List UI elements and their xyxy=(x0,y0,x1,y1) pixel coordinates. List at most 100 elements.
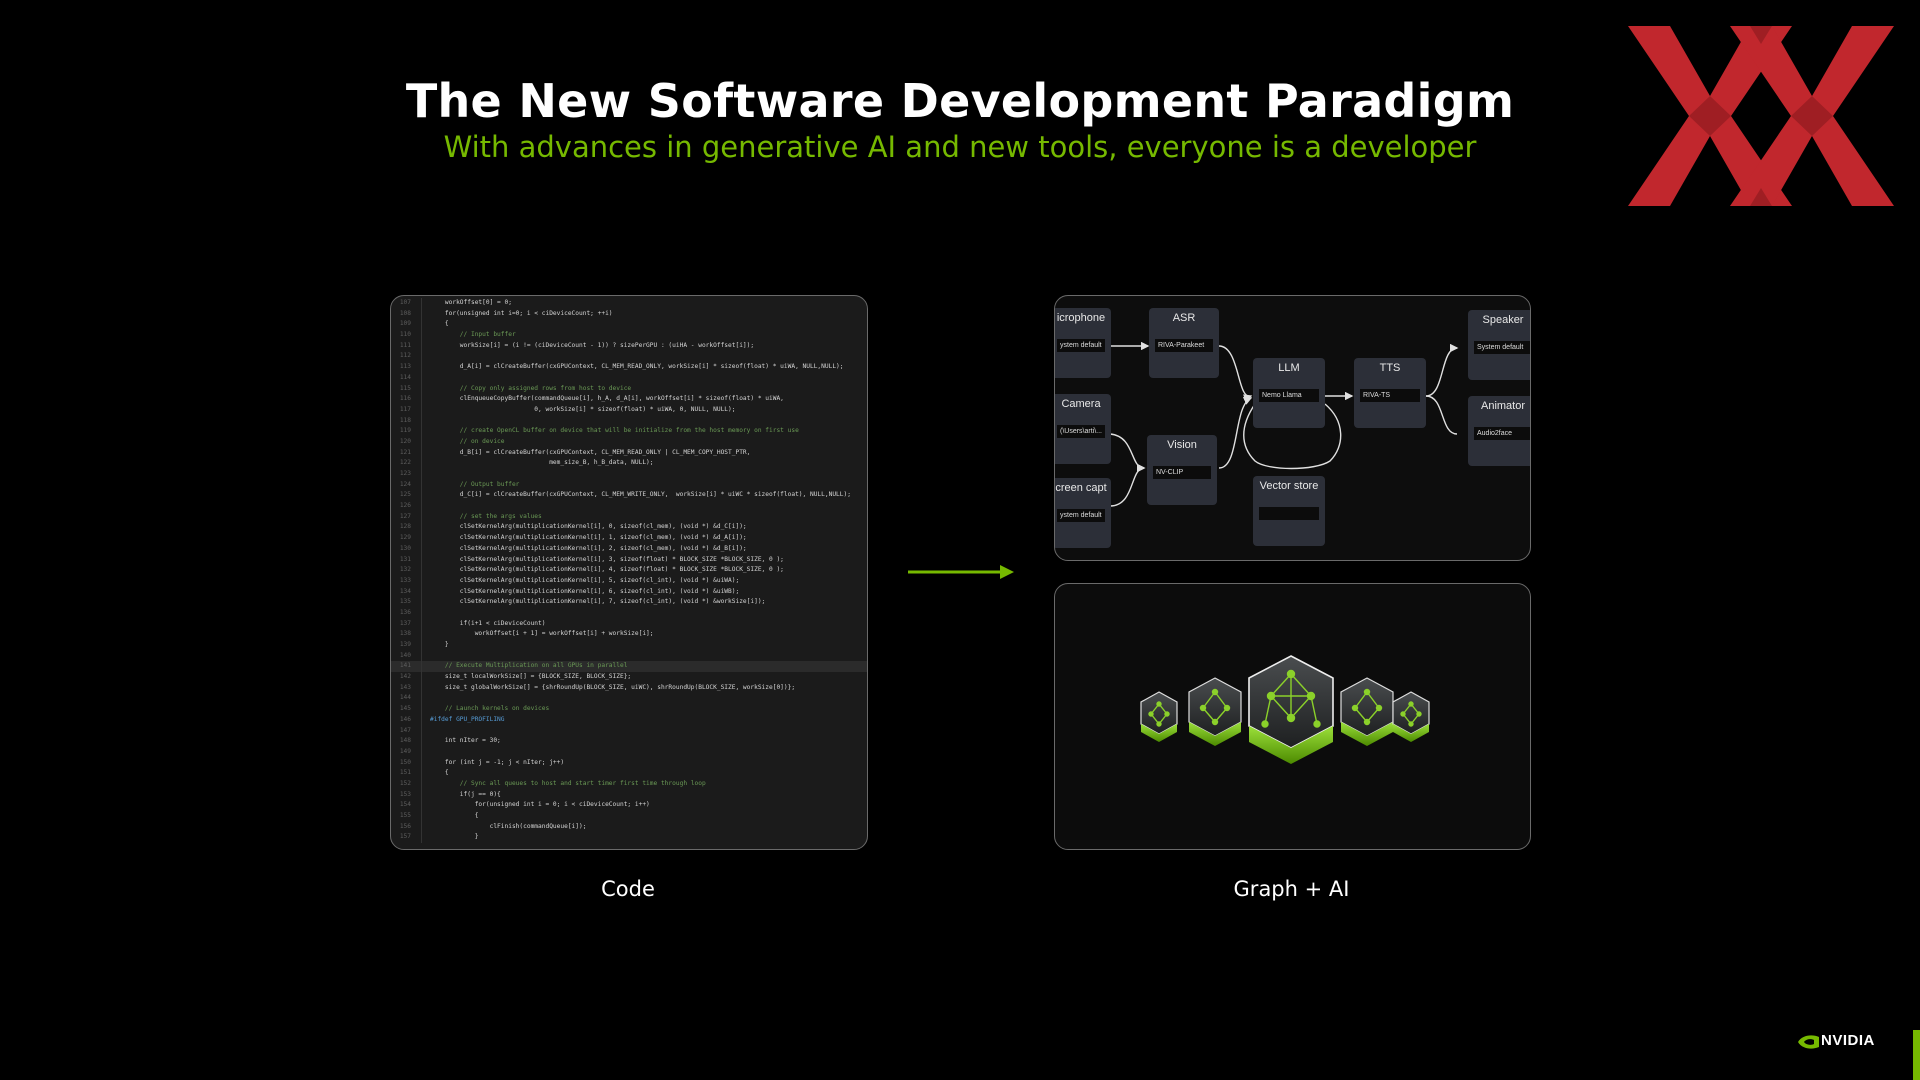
code-text: clSetKernelArg(multiplicationKernel[i], … xyxy=(430,523,747,531)
screen-capture-node[interactable]: creen capt ystem default xyxy=(1055,478,1111,548)
gutter xyxy=(421,298,422,309)
code-lines: 107 workOffset[0] = 0;108 for(unsigned i… xyxy=(391,298,867,844)
node-title: creen capt xyxy=(1055,482,1107,494)
camera-node[interactable]: Camera (\Users\arti\... xyxy=(1055,394,1111,464)
line-number: 124 xyxy=(399,480,411,488)
code-line: 135 clSetKernelArg(multiplicationKernel[… xyxy=(391,597,867,608)
code-text: size_t localWorkSize[] = {BLOCK_SIZE, BL… xyxy=(430,673,632,681)
tts-node[interactable]: TTS RIVA-TS xyxy=(1354,358,1426,428)
llm-node[interactable]: LLM Nemo Llama xyxy=(1253,358,1325,428)
code-text: #ifdef GPU_PROFILING xyxy=(430,715,505,723)
gutter xyxy=(421,682,422,694)
microphone-node[interactable]: icrophone ystem default xyxy=(1055,308,1111,378)
code-line: 125 d_C[i] = clCreateBuffer(cxGPUContext… xyxy=(391,490,867,502)
line-number: 120 xyxy=(399,437,411,445)
line-number: 125 xyxy=(399,491,411,499)
line-number: 114 xyxy=(399,373,411,381)
gutter xyxy=(421,650,422,662)
code-line: 138 workOffset[i + 1] = workOffset[i] + … xyxy=(391,629,867,640)
gutter xyxy=(421,746,422,758)
code-line: 121 d_B[i] = clCreateBuffer(cxGPUContext… xyxy=(391,447,867,459)
gutter xyxy=(421,575,422,587)
code-line: 126 xyxy=(391,501,867,512)
gutter xyxy=(421,543,422,555)
code-line: 107 workOffset[0] = 0; xyxy=(391,298,867,309)
gutter xyxy=(421,351,422,363)
node-title: Vision xyxy=(1167,439,1197,451)
line-number: 148 xyxy=(399,737,411,745)
code-text: // Output buffer xyxy=(430,480,520,488)
gutter xyxy=(421,362,422,373)
gutter xyxy=(421,565,422,576)
line-number: 132 xyxy=(399,566,411,574)
line-number: 122 xyxy=(399,459,411,467)
line-number: 152 xyxy=(399,779,411,787)
node-field: RIVA-TS xyxy=(1360,389,1420,402)
code-line: 148 int nIter = 30; xyxy=(391,736,867,747)
nvidia-brand-text: NVIDIA xyxy=(1821,1032,1875,1049)
gutter xyxy=(421,800,422,811)
line-number: 119 xyxy=(399,427,411,435)
vision-node[interactable]: Vision NV-CLIP xyxy=(1147,435,1217,505)
code-line: 154 for(unsigned int i = 0; i < ciDevice… xyxy=(391,800,867,811)
line-number: 108 xyxy=(399,309,411,317)
code-line: 113 d_A[i] = clCreateBuffer(cxGPUContext… xyxy=(391,362,867,373)
code-line: 142 size_t localWorkSize[] = {BLOCK_SIZE… xyxy=(391,672,867,683)
gutter xyxy=(421,778,422,790)
gutter xyxy=(421,479,422,491)
code-line: 127 // set the args values xyxy=(391,511,867,523)
node-title: Speaker xyxy=(1482,314,1524,326)
code-text: // Input buffer xyxy=(430,331,516,339)
code-text: } xyxy=(430,833,479,841)
gutter xyxy=(421,490,422,502)
gutter xyxy=(421,383,422,395)
code-text: // Launch kernels on devices xyxy=(430,705,550,713)
code-line: 150 for (int j = -1; j < nIter; j++) xyxy=(391,757,867,769)
code-line: 119 // create OpenCL buffer on device th… xyxy=(391,426,867,437)
line-number: 157 xyxy=(399,833,411,841)
code-line: 109 { xyxy=(391,319,867,331)
line-number: 127 xyxy=(399,512,411,520)
gutter xyxy=(421,832,422,844)
code-text: clSetKernelArg(multiplicationKernel[i], … xyxy=(430,576,740,584)
gutter xyxy=(421,672,422,683)
asr-node[interactable]: ASR RIVA-Parakeet xyxy=(1149,308,1219,378)
gutter xyxy=(421,308,422,320)
code-text: clSetKernelArg(multiplicationKernel[i], … xyxy=(430,598,766,606)
code-line: 112 xyxy=(391,351,867,363)
gutter xyxy=(421,607,422,619)
line-number: 126 xyxy=(399,502,411,510)
line-number: 118 xyxy=(399,416,411,424)
speaker-node[interactable]: Speaker System default xyxy=(1468,310,1530,380)
code-text: int nIter = 30; xyxy=(430,737,501,745)
animator-node[interactable]: Animator Audio2face xyxy=(1468,396,1530,466)
line-number: 123 xyxy=(399,470,411,477)
slide-subtitle: With advances in generative AI and new t… xyxy=(443,130,1477,164)
line-number: 117 xyxy=(399,405,411,413)
code-text: d_C[i] = clCreateBuffer(cxGPUContext, CL… xyxy=(430,491,851,499)
vector-store-node[interactable]: Vector store xyxy=(1253,476,1325,546)
code-line: 122 mem_size_B, h_B_data, NULL); xyxy=(391,458,867,469)
line-number: 121 xyxy=(399,448,411,456)
gutter xyxy=(421,597,422,608)
gutter xyxy=(421,533,422,544)
line-number: 113 xyxy=(399,363,411,371)
code-line: 147 xyxy=(391,725,867,737)
code-text: { xyxy=(430,812,479,819)
line-number: 107 xyxy=(399,299,411,306)
node-field: ystem default xyxy=(1057,509,1105,522)
code-text: clSetKernelArg(multiplicationKernel[i], … xyxy=(430,587,740,595)
code-text: } xyxy=(430,641,449,648)
line-number: 144 xyxy=(399,694,411,702)
gutter xyxy=(421,757,422,769)
code-line: 153 if(j == 0){ xyxy=(391,789,867,801)
code-text: for (int j = -1; j < nIter; j++) xyxy=(430,758,565,766)
code-line: 134 clSetKernelArg(multiplicationKernel[… xyxy=(391,586,867,598)
line-number: 116 xyxy=(399,395,411,403)
gutter xyxy=(421,725,422,737)
code-line: 157 } xyxy=(391,832,867,844)
line-number: 156 xyxy=(399,822,411,830)
code-line: 141 // Execute Multiplication on all GPU… xyxy=(391,661,867,673)
code-line: 124 // Output buffer xyxy=(391,479,867,491)
gutter xyxy=(421,736,422,747)
